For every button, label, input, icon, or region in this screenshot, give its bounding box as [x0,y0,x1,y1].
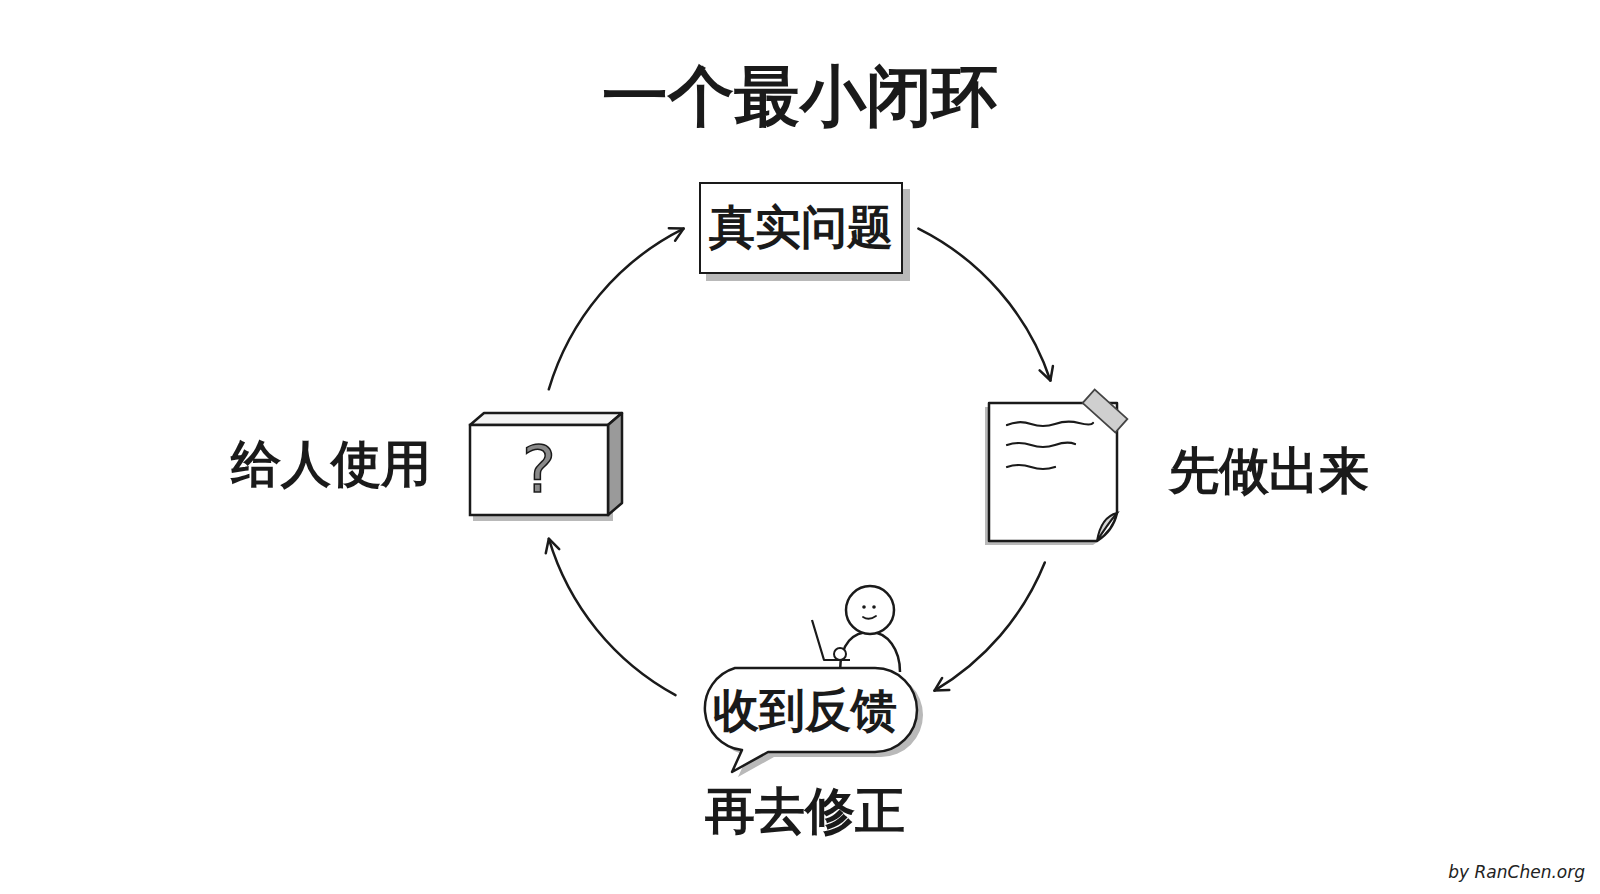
question-mark: ? [470,425,608,515]
build-label: 先做出来 [1153,395,1385,547]
laptop [812,620,850,660]
person-smile [863,616,876,619]
person-eye [872,605,876,609]
person-hand [834,648,846,660]
box-front-face [470,425,608,515]
paper-curl [1097,513,1117,541]
paper-tape [1083,390,1128,433]
cycle-arrow [549,229,684,390]
box-top-face [470,413,622,425]
person-body [840,632,900,672]
node-0: 真实问题 [699,182,903,274]
cycle-arrow [935,563,1045,691]
revise-label: 再去修正 [670,780,940,842]
problem-box-label: 真实问题 [701,184,900,271]
watermark: by RanChen.org [1380,858,1585,886]
feedback-label: 收到反馈 [690,668,920,752]
paper-scribble [1007,422,1093,426]
diagram-title: 一个最小闭环 [0,52,1600,142]
box-side-face [608,413,622,515]
cycle-arrow [549,539,676,695]
paper-scribble [1007,443,1075,447]
paper-sheet [989,403,1117,541]
node-1: 给人使用? [226,405,630,523]
cycle-arrow [918,229,1050,381]
paper-scribble [1007,465,1055,469]
node-2: 先做出来 [985,395,1385,547]
use-label: 给人使用 [226,405,436,523]
node-3: 收到反馈再去修正 [690,580,920,845]
person-eye [862,605,866,609]
person-head [846,586,894,634]
